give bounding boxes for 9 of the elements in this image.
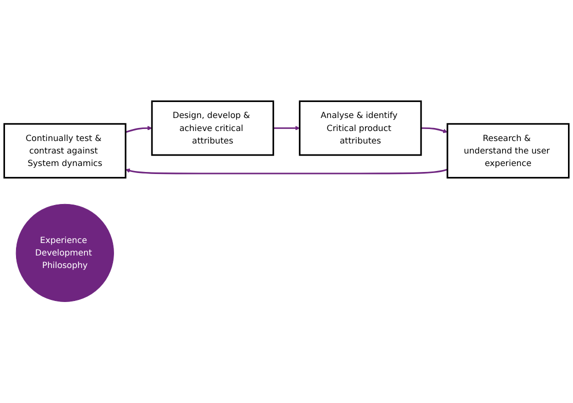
arrow xyxy=(421,127,448,134)
arrow xyxy=(125,168,448,174)
node-box: Continually test & contrast against System dynamics xyxy=(3,123,126,179)
node-box: Design, develop & achieve critical attributes xyxy=(151,100,274,156)
arrow xyxy=(125,126,152,133)
node-box: Research & understand the user experience xyxy=(446,123,570,179)
node-circle: Experience Development Philosophy xyxy=(16,204,114,302)
node-box: Analyse & identify Critical product attributes xyxy=(298,100,422,156)
arrow xyxy=(273,126,300,130)
